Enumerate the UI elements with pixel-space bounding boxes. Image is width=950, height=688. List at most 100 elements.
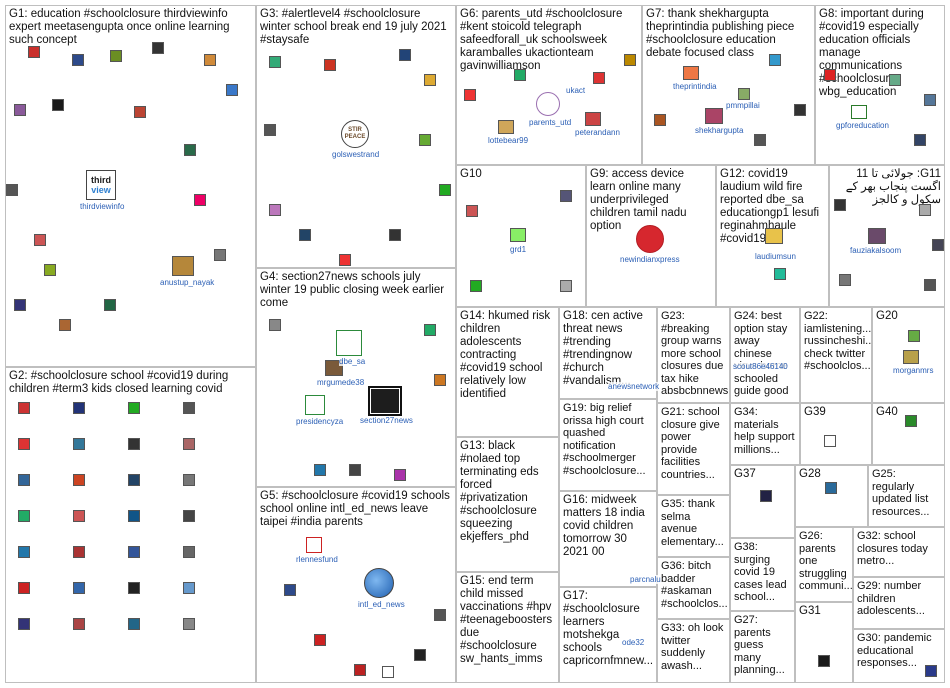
g2-node[interactable] bbox=[128, 474, 140, 486]
node-g1-n[interactable] bbox=[59, 319, 71, 331]
node-g1-p[interactable] bbox=[214, 249, 226, 261]
node-g4-e[interactable] bbox=[349, 464, 361, 476]
node-g5-e[interactable] bbox=[414, 649, 426, 661]
mrgumede38-node[interactable] bbox=[325, 360, 343, 376]
laudiumsun-node[interactable] bbox=[765, 228, 783, 244]
g2-node[interactable] bbox=[73, 474, 85, 486]
node-g1-l[interactable] bbox=[34, 234, 46, 246]
node-g10-b[interactable] bbox=[560, 190, 572, 202]
node-g3-h[interactable] bbox=[269, 204, 281, 216]
node-g40-a[interactable] bbox=[905, 415, 917, 427]
section27news-logo-node[interactable] bbox=[368, 386, 402, 416]
g2-node[interactable] bbox=[18, 474, 30, 486]
g2-node[interactable] bbox=[73, 582, 85, 594]
node-g3-i[interactable] bbox=[299, 229, 311, 241]
node-g1-c[interactable] bbox=[110, 50, 122, 62]
node-g1-a[interactable] bbox=[28, 46, 40, 58]
node-g11-a[interactable] bbox=[834, 199, 846, 211]
g2-node[interactable] bbox=[128, 438, 140, 450]
g2-node[interactable] bbox=[128, 546, 140, 558]
node-g11-c[interactable] bbox=[932, 239, 944, 251]
node-g7-b[interactable] bbox=[794, 104, 806, 116]
newindianxpress-logo-node[interactable] bbox=[636, 225, 664, 253]
ukact-node[interactable] bbox=[593, 72, 605, 84]
parents-utd-logo-node[interactable] bbox=[536, 92, 560, 116]
presidencyza-logo-node[interactable] bbox=[305, 395, 325, 415]
node-g31-a[interactable] bbox=[818, 655, 830, 667]
node-g7-d[interactable] bbox=[754, 134, 766, 146]
node-g3-f[interactable] bbox=[419, 134, 431, 146]
node-g1-h[interactable] bbox=[52, 99, 64, 111]
g2-node[interactable] bbox=[128, 510, 140, 522]
gpforeducation-node[interactable] bbox=[851, 105, 867, 119]
node-g8-d[interactable] bbox=[924, 94, 936, 106]
node-g4-b[interactable] bbox=[424, 324, 436, 336]
node-g12-a[interactable] bbox=[774, 268, 786, 280]
peterandann-node[interactable] bbox=[585, 112, 601, 126]
g2-node[interactable] bbox=[73, 546, 85, 558]
g2-node[interactable] bbox=[18, 618, 30, 630]
node-g30-a[interactable] bbox=[925, 665, 937, 677]
node-g10-c[interactable] bbox=[470, 280, 482, 292]
node-g11-b[interactable] bbox=[919, 204, 931, 216]
node-g3-a[interactable] bbox=[269, 56, 281, 68]
node-g39-a[interactable] bbox=[824, 435, 836, 447]
node-g8-c[interactable] bbox=[914, 134, 926, 146]
g2-node[interactable] bbox=[128, 402, 140, 414]
golswestrand-logo-node[interactable]: STIR PEACE bbox=[341, 120, 369, 148]
node-g6-a[interactable] bbox=[514, 69, 526, 81]
node-g4-a[interactable] bbox=[269, 319, 281, 331]
g2-node[interactable] bbox=[18, 510, 30, 522]
g2-node[interactable] bbox=[18, 402, 30, 414]
g2-node[interactable] bbox=[128, 582, 140, 594]
g2-node[interactable] bbox=[183, 618, 195, 630]
node-g8-b[interactable] bbox=[889, 74, 901, 86]
node-g8-a[interactable] bbox=[824, 69, 836, 81]
node-g5-f[interactable] bbox=[434, 609, 446, 621]
node-g1-e[interactable] bbox=[204, 54, 216, 66]
node-g1-k[interactable] bbox=[6, 184, 18, 196]
theprintindia-node[interactable] bbox=[683, 66, 699, 80]
node-g1-i[interactable] bbox=[134, 106, 146, 118]
fauziakalsoom-node[interactable] bbox=[868, 228, 886, 244]
pmmpillai-node[interactable] bbox=[738, 88, 750, 100]
grd1-node[interactable] bbox=[510, 228, 526, 242]
node-g3-d[interactable] bbox=[424, 74, 436, 86]
node-g11-e[interactable] bbox=[924, 279, 936, 291]
g2-node[interactable] bbox=[183, 438, 195, 450]
node-g5-d[interactable] bbox=[382, 666, 394, 678]
g2-node[interactable] bbox=[183, 582, 195, 594]
g2-node[interactable] bbox=[73, 402, 85, 414]
node-g1-d[interactable] bbox=[152, 42, 164, 54]
node-g1-b[interactable] bbox=[72, 54, 84, 66]
g2-node[interactable] bbox=[183, 546, 195, 558]
node-g1-g[interactable] bbox=[14, 104, 26, 116]
node-g3-j[interactable] bbox=[339, 254, 351, 266]
node-g4-d[interactable] bbox=[314, 464, 326, 476]
node-g3-k[interactable] bbox=[389, 229, 401, 241]
node-g1-m[interactable] bbox=[14, 299, 26, 311]
node-g6-c[interactable] bbox=[624, 54, 636, 66]
anustup-nayak-node[interactable] bbox=[172, 256, 194, 276]
node-g5-a[interactable] bbox=[284, 584, 296, 596]
shekhargupta-node[interactable] bbox=[705, 108, 723, 124]
morganmrs-node[interactable] bbox=[903, 350, 919, 364]
g2-node[interactable] bbox=[73, 618, 85, 630]
node-g1-o[interactable] bbox=[104, 299, 116, 311]
node-g7-a[interactable] bbox=[769, 54, 781, 66]
g2-node[interactable] bbox=[183, 402, 195, 414]
g2-node[interactable] bbox=[73, 438, 85, 450]
node-g11-d[interactable] bbox=[839, 274, 851, 286]
node-g3-c[interactable] bbox=[399, 49, 411, 61]
dbe-sa-logo-node[interactable] bbox=[336, 330, 362, 356]
node-g10-a[interactable] bbox=[466, 205, 478, 217]
node-g6-b[interactable] bbox=[464, 89, 476, 101]
node-g1-j[interactable] bbox=[184, 144, 196, 156]
g2-node[interactable] bbox=[18, 546, 30, 558]
node-g3-e[interactable] bbox=[264, 124, 276, 136]
node-g20-a[interactable] bbox=[908, 330, 920, 342]
g2-node[interactable] bbox=[128, 618, 140, 630]
node-g1-r[interactable] bbox=[194, 194, 206, 206]
g2-node[interactable] bbox=[18, 582, 30, 594]
node-g3-g[interactable] bbox=[439, 184, 451, 196]
